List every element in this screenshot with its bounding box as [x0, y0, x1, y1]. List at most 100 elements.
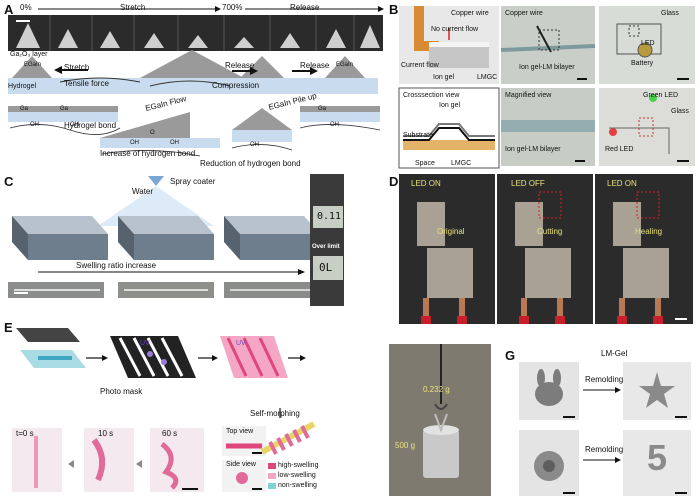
space-label: Space [415, 160, 435, 167]
remolding-label-1: Remolding [585, 375, 624, 384]
ion-gel-lm-bilayer-label-1: Ion gel-LM bilayer [519, 64, 575, 71]
ga-label-3: Ga [318, 106, 327, 112]
scale-bar-e2 [252, 452, 262, 454]
green-red-led-detail [609, 94, 670, 154]
self-morphing-process [16, 328, 306, 418]
led-on-label-1: LED ON [411, 179, 441, 188]
panel-d: D LED ON LED OFF LED ON Original Cutting… [385, 170, 700, 330]
over-limit-label: Over limit [312, 244, 340, 250]
uv-label-1: UV [140, 340, 150, 347]
scale-bar-e3 [252, 488, 262, 490]
strain-start-label: 0% [20, 3, 32, 12]
legend-label: low-swelling [278, 472, 316, 479]
self-morphing-label: Self-morphing [250, 409, 300, 418]
legend-swatch [268, 483, 276, 489]
top-view-label: Top view [226, 428, 254, 435]
remolding-arrows [583, 387, 621, 463]
scale-bar-b3 [575, 160, 585, 162]
scale-bar-b1 [577, 78, 587, 80]
glass-label-1: Glass [661, 10, 679, 17]
scale-bar-g1 [563, 416, 575, 418]
multimeter-photo [310, 174, 344, 306]
substrate-label: Substrate [403, 132, 433, 139]
morph-photo-details [34, 436, 179, 490]
panel-d-label: D [389, 174, 399, 189]
shape-details [534, 369, 675, 481]
glass-label-2: Glass [671, 108, 689, 115]
increase-hbond-label: Increase of hydrogen bond [100, 149, 196, 158]
side-view-label: Side view [226, 461, 256, 468]
oh-label-5: OH [250, 142, 259, 148]
lmgc-label-1: LMGC [477, 74, 498, 81]
t10-label: 10 s [98, 429, 114, 438]
reduction-hbond-label: Reduction of hydrogen bond [200, 159, 301, 168]
photo-mask-label: Photo mask [100, 387, 143, 396]
lm-gel-label: LM-Gel [601, 349, 628, 358]
top-view-photo [222, 426, 266, 456]
tensile-force-label: Tensile force [64, 79, 109, 88]
magnified-view-label: Magnified view [505, 92, 552, 99]
spray-coater-label: Spray coater [170, 177, 216, 186]
panel-b-label: B [389, 2, 399, 17]
cross-section-schematic [398, 87, 500, 169]
egain-label-2: EGaIn [336, 62, 354, 68]
scale-bar-g3 [563, 492, 575, 494]
circuit-schematic [399, 6, 499, 84]
current-flow-label: Current flow [401, 62, 439, 69]
t60-label: 60 s [162, 429, 178, 438]
t0-label: t=0 s [16, 429, 34, 438]
scale-bar-d [675, 318, 687, 320]
original-label: Original [437, 227, 465, 236]
panel-g-label: G [505, 348, 516, 363]
legend-swatch [268, 473, 276, 479]
release-label: Release [290, 3, 320, 12]
o-label-1: O [150, 130, 155, 136]
filmstrip-frames [16, 15, 380, 51]
cross-section-view-label: Crosssection view [403, 92, 460, 99]
scale-bar-b4 [677, 160, 689, 162]
ion-gel-lm-bilayer-label-2: Ion gel-LM bilayer [505, 146, 561, 153]
scale-bar-g2 [675, 416, 687, 418]
legend-label: non-swelling [278, 482, 317, 489]
coiled-strip-illustration [260, 421, 316, 455]
lmgc-label-2: LMGC [451, 160, 472, 167]
release-schematic-label: Release [225, 61, 255, 70]
oh-label-3: OH [130, 140, 139, 146]
magnified-photo-detail [501, 120, 595, 132]
led-on-label-2: LED ON [607, 179, 637, 188]
oh-label-2: OH [70, 122, 79, 128]
strain-arrows [38, 6, 384, 12]
led-off-label: LED OFF [511, 179, 545, 188]
number-shape: 5 [647, 437, 668, 478]
ion-gel-label-2: Ion gel [439, 102, 461, 109]
green-red-led-photo [599, 88, 695, 166]
view-photo-details [226, 443, 262, 484]
scale-bar-c [14, 292, 28, 294]
ga-label-2: Ga [60, 106, 69, 112]
cutting-label: Cutting [537, 227, 563, 236]
bilayer-photo-detail [500, 25, 596, 53]
ga2o3-layer-label: Ga₂O₃ layer [10, 51, 48, 58]
legend-label: high-swelling [278, 462, 318, 469]
oh-label-4: OH [170, 140, 179, 146]
panel-b: B Copper wire No current flow Current fl… [385, 0, 700, 170]
scale-bar-b2 [677, 78, 689, 80]
gel-mass-label: 0.232 g [423, 385, 450, 394]
hydrogel-bond-label: Hydrogel bond [64, 121, 117, 130]
water-label: Water [132, 187, 154, 196]
weight-mass-label: 500 g [395, 441, 416, 450]
led-label: LED [641, 40, 655, 47]
panel-g: G LM-Gel 5 Remolding Remolding [505, 340, 700, 500]
copper-wire-label-2: Copper wire [505, 10, 543, 17]
strain-max-label: 700% [222, 3, 243, 12]
uv-label-2: UV [236, 340, 246, 347]
scale-bar-e1 [182, 488, 198, 490]
battery-label: Battery [631, 60, 654, 67]
release-schematic-label-2: Release [300, 61, 330, 70]
oh-label-1: OH [30, 122, 39, 128]
swelling-ratio-label: Swelling ratio increase [76, 261, 157, 270]
meter-display-top [313, 206, 343, 228]
panel-c: C Spray coater Water Swelling ratio incr… [0, 170, 345, 310]
healing-label: Healing [635, 227, 663, 236]
stretch-schematic-label: Stretch [64, 63, 90, 72]
